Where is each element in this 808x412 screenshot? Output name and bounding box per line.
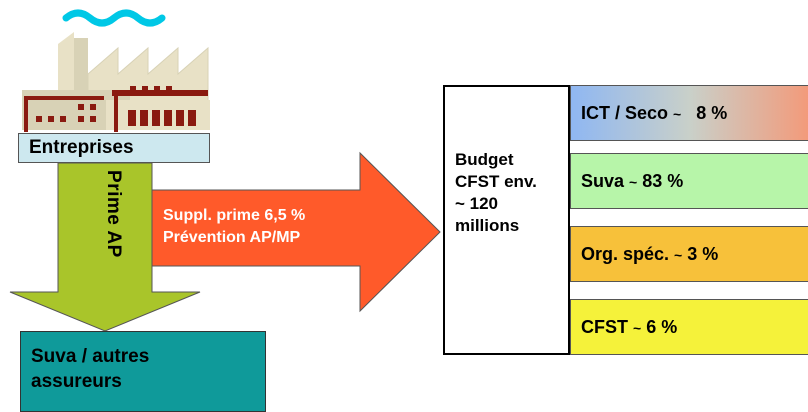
- budget-line-3: ~ 120: [455, 194, 499, 213]
- entreprises-label: Entreprises: [29, 137, 134, 158]
- entreprises-box: Entreprises: [18, 133, 210, 163]
- down-arrow: [9, 162, 201, 332]
- allocation-tilde: ~: [633, 320, 642, 336]
- right-arrow: [151, 151, 441, 313]
- suva-autres-line-1: Suva / autres: [31, 346, 150, 367]
- allocation-name: CFST: [581, 317, 628, 337]
- allocation-tilde: ~: [629, 174, 638, 190]
- allocation-cfst: CFST ~ 6 %: [570, 299, 808, 355]
- allocation-name: ICT / Seco: [581, 103, 669, 123]
- allocation-share: 3 %: [687, 244, 719, 264]
- budget-line-2: CFST env.: [455, 172, 537, 191]
- supplement-line-2: Prévention AP/MP: [163, 229, 301, 246]
- allocation-tilde: ~: [673, 106, 682, 122]
- allocation-share: 8 %: [696, 103, 728, 123]
- allocation-ict-seco: ICT / Seco ~ 8 %: [570, 85, 808, 141]
- factory-icon: [18, 4, 210, 134]
- prime-ap-label: Prime AP: [103, 170, 124, 258]
- allocation-name: Suva: [581, 171, 625, 191]
- budget-line-4: millions: [455, 216, 520, 235]
- allocation-share: 6 %: [646, 317, 678, 337]
- allocation-tilde: ~: [674, 247, 683, 263]
- budget-line-1: Budget: [455, 150, 514, 169]
- suva-autres-line-2: assureurs: [31, 371, 122, 392]
- allocation-org-spec: Org. spéc. ~ 3 %: [570, 226, 808, 282]
- allocation-name: Org. spéc.: [581, 244, 670, 264]
- supplement-label: Suppl. prime 6,5 % Prévention AP/MP: [163, 205, 305, 249]
- allocation-suva: Suva ~ 83 %: [570, 153, 808, 209]
- supplement-line-1: Suppl. prime 6,5 %: [163, 207, 306, 224]
- budget-box: Budget CFST env. ~ 120 millions: [443, 85, 570, 355]
- allocation-share: 83 %: [642, 171, 684, 191]
- suva-autres-box: Suva / autres assureurs: [20, 331, 266, 412]
